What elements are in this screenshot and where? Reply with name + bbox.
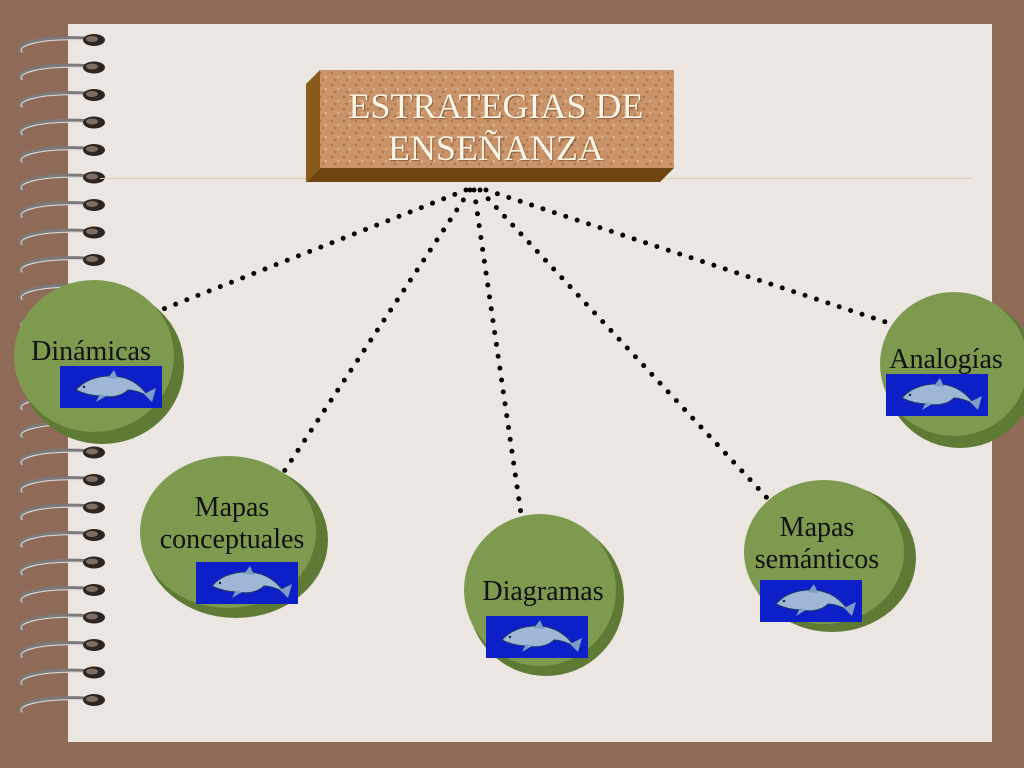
connector-mapas-conceptuales [245, 187, 473, 529]
dolphin-icon [60, 366, 162, 408]
node-label-diagramas: Diagramas [482, 576, 604, 607]
dolphin-icon [760, 580, 862, 622]
node-label-dinamicas: Dinámicas [31, 336, 151, 367]
node-mapas-conceptuales: Mapas conceptuales [132, 452, 332, 620]
node-mapas-semanticos: Mapas semánticos [728, 478, 930, 634]
node-analogias: Analogías [868, 288, 1024, 450]
dolphin-icon [886, 374, 988, 416]
node-dinamicas: Dinámicas [6, 272, 186, 448]
node-label-mapas-conceptuales: Mapas conceptuales [159, 492, 305, 555]
node-diagramas: Diagramas [460, 508, 626, 678]
node-label-mapas-semanticos: Mapas semánticos [754, 512, 880, 575]
dolphin-icon [486, 616, 588, 658]
node-label-analogias: Analogías [889, 344, 1003, 375]
title-line-2: ENSEÑANZA [388, 128, 604, 168]
connector-dinamicas [107, 187, 469, 333]
connector-diagramas [471, 187, 531, 565]
dolphin-icon [196, 562, 298, 604]
connector-mapas-semanticos [477, 187, 813, 547]
connector-analogias [483, 187, 943, 343]
title-line-1: ESTRATEGIAS DE [348, 86, 644, 126]
title-cork-box [306, 70, 674, 182]
page-title: ESTRATEGIAS DE ENSEÑANZA [320, 80, 672, 174]
